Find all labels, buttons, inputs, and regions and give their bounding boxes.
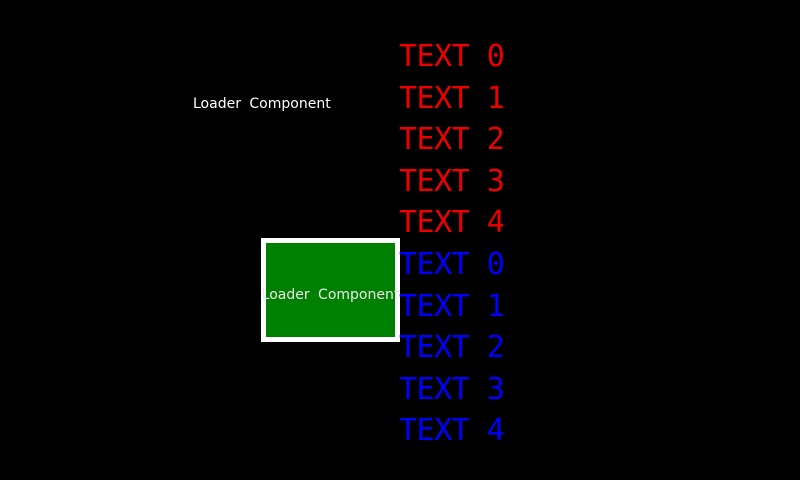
text-line-blue-2: TEXT 2 — [399, 330, 505, 366]
loader-component-label: Loader Component — [193, 96, 331, 112]
text-line-red-4: TEXT 4 — [399, 205, 505, 241]
text-line-blue-3: TEXT 3 — [399, 371, 505, 407]
text-line-blue-1: TEXT 1 — [399, 288, 505, 324]
text-line-red-0: TEXT 0 — [399, 39, 505, 75]
text-line-red-1: TEXT 1 — [399, 80, 505, 116]
loader-component-box-label: Loader Component — [261, 286, 400, 303]
text-line-red-2: TEXT 2 — [399, 122, 505, 158]
text-line-blue-4: TEXT 4 — [399, 413, 505, 449]
text-line-red-3: TEXT 3 — [399, 163, 505, 199]
text-area-column: TEXT 0 TEXT 1 TEXT 2 TEXT 3 TEXT 4 TEXT … — [399, 36, 505, 451]
loader-component-box: Loader Component — [261, 238, 400, 342]
text-line-blue-0: TEXT 0 — [399, 247, 505, 282]
